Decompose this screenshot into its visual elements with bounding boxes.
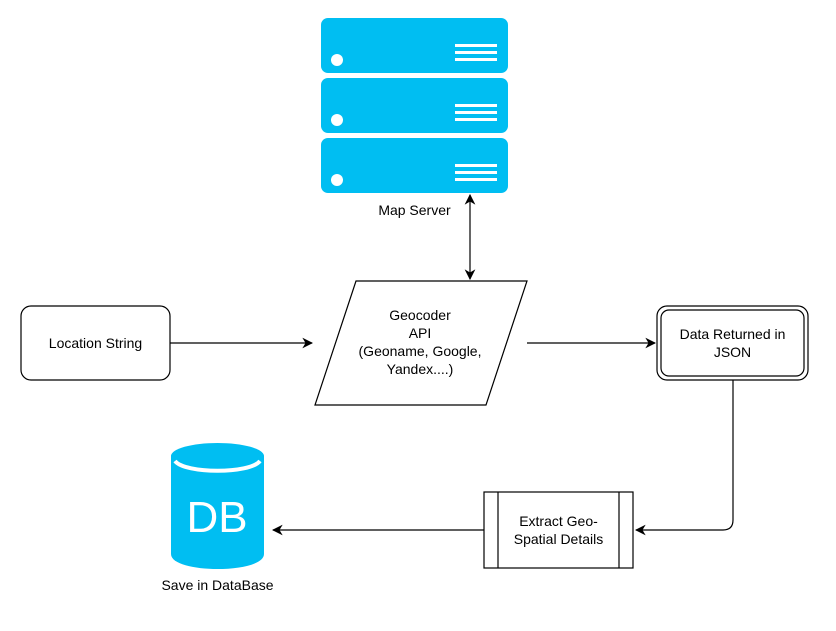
- extract-label: Extract Geo- Spatial Details: [498, 492, 619, 568]
- json-line-2: JSON: [713, 344, 752, 360]
- server-rack-2: [321, 78, 508, 133]
- map-server-label: Map Server: [321, 200, 508, 220]
- database-label-text: Save in DataBase: [161, 577, 274, 593]
- database-icon: DB: [171, 443, 264, 569]
- location-string-text: Location String: [48, 335, 143, 351]
- database-label: Save in DataBase: [135, 575, 300, 595]
- geocoder-api-shape: [314, 280, 528, 406]
- geocoder-line-3: (Geoname, Google,: [358, 343, 482, 359]
- map-server-label-text: Map Server: [378, 202, 451, 218]
- server-rack-1: [321, 18, 508, 73]
- location-string-label: Location String: [21, 306, 170, 380]
- json-line-1: Data Returned in: [679, 326, 786, 342]
- geocoder-line-4: Yandex....): [386, 361, 454, 377]
- extract-line-2: Spatial Details: [513, 531, 604, 547]
- database-icon-text: DB: [186, 493, 247, 542]
- geocoder-api-label: Geocoder API (Geoname, Google, Yandex...…: [330, 299, 510, 385]
- server-rack-3: [321, 138, 508, 193]
- geocoder-line-1: Geocoder: [389, 307, 451, 323]
- extract-line-1: Extract Geo-: [519, 513, 598, 529]
- server-icon: [321, 18, 508, 193]
- geocoder-line-2: API: [408, 325, 432, 341]
- edge-json-extract: [634, 380, 734, 536]
- json-label: Data Returned in JSON: [657, 306, 808, 380]
